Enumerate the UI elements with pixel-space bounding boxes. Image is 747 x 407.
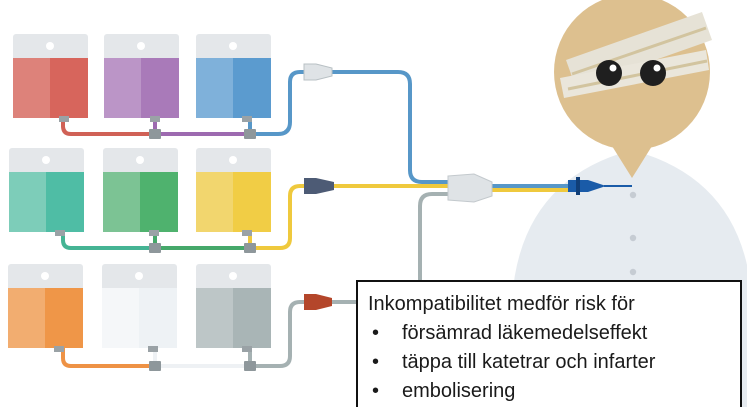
tube-red [61,116,157,136]
tube-white [153,343,252,368]
risk-item-text: täppa till katetrar och infarter [402,351,656,373]
infusion-bag [9,148,84,236]
tube-orange [61,343,157,368]
head-bandage-wrap [560,50,709,98]
infusion-bag [196,264,271,352]
patient-eye-right [640,60,666,86]
connector-rust [304,294,332,310]
infusion-bag [102,264,177,352]
eye-highlight [609,64,617,72]
infusion-bag [103,148,178,236]
bandage-stripe [571,26,707,76]
y-connector [447,173,493,203]
risk-item: • embolisering [368,377,730,406]
tube-green-2 [153,228,252,250]
incompatibility-callout: Inkompatibilitet medför risk för • försäm… [356,280,742,407]
bullet: • [372,380,380,402]
tube-yellow [248,184,308,250]
risk-item: • försämrad läkemedelseffekt [368,319,730,348]
gown-button [629,191,637,199]
tube-blue [248,70,308,136]
infusion-bags [8,34,271,352]
risk-item-text: försämrad läkemedelseffekt [402,322,648,344]
eye-highlight [653,64,661,72]
gown-button [629,268,637,276]
bullet: • [372,322,380,344]
tube-grey [248,300,308,368]
tube-green [61,228,157,250]
risk-list: • försämrad läkemedelseffekt • täppa till … [368,319,730,406]
gown-button [629,234,637,242]
connector-white [303,63,333,81]
infusion-bag [196,148,271,236]
patient-neck [612,146,652,178]
tube-purple [153,116,252,136]
infusion-bag [8,264,83,352]
infusion-bag [104,34,179,122]
bandage-stripe [567,59,708,91]
tube-junctions [149,129,256,371]
risk-item-text: embolisering [402,380,516,402]
iv-tubing [61,70,582,368]
callout-title: Inkompatibilitet medför risk för [368,293,635,315]
tube-blue-line [330,70,460,184]
bullet: • [372,351,380,373]
infusion-bag [196,34,271,122]
connector-navy [304,178,334,194]
infusion-bag [13,34,88,122]
iv-cannula [568,177,632,195]
risk-item: • täppa till katetrar och infarter [368,348,730,377]
patient-eye-left [596,60,622,86]
